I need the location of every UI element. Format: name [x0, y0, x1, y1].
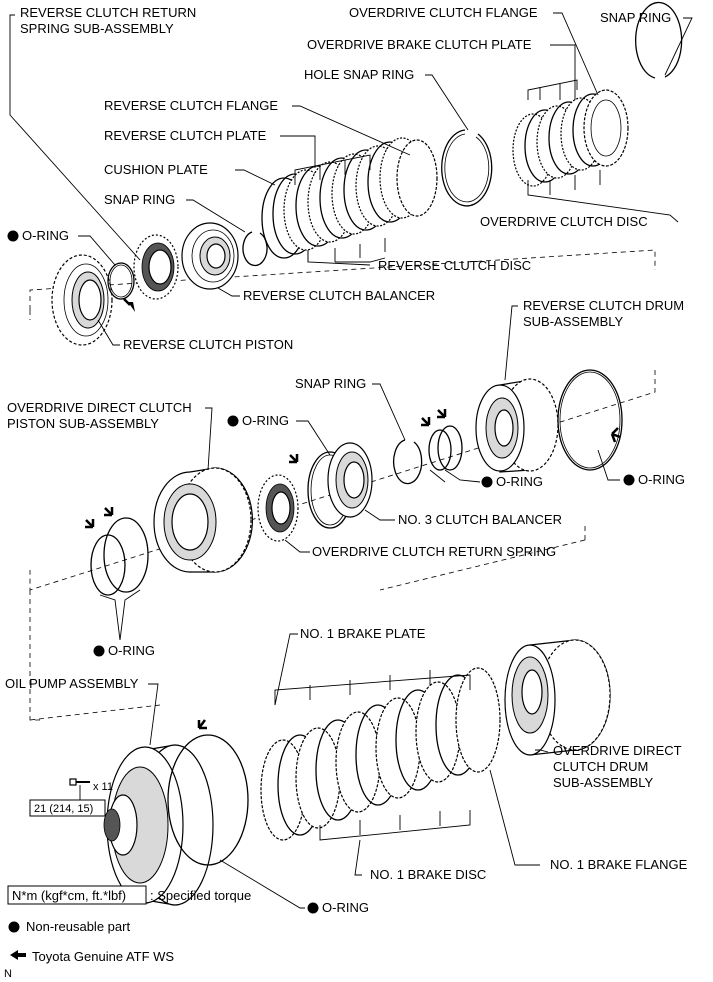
- label-od-clutch-return-spring: OVERDRIVE CLUTCH RETURN SPRING: [312, 544, 556, 559]
- label-snap-ring-middle: SNAP RING: [295, 376, 366, 391]
- label-o-ring-bottom: O-RING: [322, 900, 369, 915]
- corner-mark: N: [4, 968, 12, 980]
- od-direct-clutch-piston-part: [153, 467, 254, 573]
- non-reusable-dot-icon: [481, 476, 493, 488]
- label-reverse-clutch-balancer: REVERSE CLUTCH BALANCER: [243, 288, 435, 303]
- label-o-ring-drum: O-RING: [638, 472, 685, 487]
- label-reverse-clutch-plate: REVERSE CLUTCH PLATE: [104, 128, 267, 143]
- group-boundaries: [29, 249, 656, 721]
- label-overdrive-clutch-flange: OVERDRIVE CLUTCH FLANGE: [349, 5, 538, 20]
- non-reusable-dot-icon: [227, 415, 239, 427]
- reverse-clutch-pack-part: [261, 137, 438, 259]
- label-no1-brake-disc: NO. 1 BRAKE DISC: [370, 867, 486, 882]
- label-od-direct-clutch-drum-2: CLUTCH DRUM: [553, 759, 648, 774]
- oil-pump-assembly-part: [103, 744, 214, 906]
- label-no3-clutch-balancer: NO. 3 CLUTCH BALANCER: [398, 512, 562, 527]
- atf-arrows: [85, 298, 621, 730]
- o-ring-snap-part: [428, 425, 463, 471]
- legend-torque-desc: : Specified torque: [150, 888, 251, 903]
- no3-clutch-balancer-part: [327, 442, 373, 518]
- labels: REVERSE CLUTCH RETURN SPRING SUB-ASSEMBL…: [5, 5, 688, 915]
- label-hole-snap-ring: HOLE SNAP RING: [304, 67, 414, 82]
- label-overdrive-clutch-disc: OVERDRIVE CLUTCH DISC: [480, 214, 648, 229]
- atf-arrow-icon: [10, 950, 26, 960]
- legend-atf: Toyota Genuine ATF WS: [32, 949, 174, 964]
- label-no1-brake-flange: NO. 1 BRAKE FLANGE: [550, 857, 688, 872]
- reverse-clutch-piston-part: [51, 254, 113, 346]
- atf-arrow-icon: [104, 507, 114, 517]
- no1-brake-pack-part: [260, 667, 501, 841]
- label-snap-ring-left: SNAP RING: [104, 192, 175, 207]
- label-reverse-clutch-return-spring-2: SPRING SUB-ASSEMBLY: [20, 21, 174, 36]
- o-ring-top-left-part: [107, 262, 135, 300]
- label-o-ring-middle: O-RING: [242, 413, 289, 428]
- bolt-icon: [69, 778, 90, 786]
- label-bolt-count: x 11: [93, 781, 113, 793]
- atf-arrow-icon: [289, 454, 299, 464]
- legend-torque-label: N*m (kgf*cm, ft.*lbf): [12, 888, 126, 903]
- label-od-direct-clutch-drum-1: OVERDRIVE DIRECT: [553, 743, 682, 758]
- reverse-clutch-balancer-part: [181, 222, 239, 290]
- reverse-clutch-drum-part: [475, 378, 559, 473]
- label-o-ring-top-left: O-RING: [22, 228, 69, 243]
- leader-lines: [9, 12, 693, 909]
- legend-torque-box: [7, 885, 147, 905]
- snap-ring-top-part: [635, 1, 683, 79]
- overdrive-clutch-pack-part: [512, 89, 629, 187]
- label-o-ring-snap: O-RING: [496, 474, 543, 489]
- o-ring-drum-part: [557, 369, 623, 471]
- non-reusable-dot-icon: [7, 230, 19, 242]
- label-torque-value: 21 (214, 15): [34, 803, 93, 815]
- snap-ring-left-part: [242, 231, 268, 267]
- atf-arrow-icon: [197, 719, 207, 730]
- label-od-direct-clutch-drum-3: SUB-ASSEMBLY: [553, 775, 654, 790]
- non-reusable-dot-icon: [307, 902, 319, 914]
- label-no1-brake-plate: NO. 1 BRAKE PLATE: [300, 626, 426, 641]
- label-snap-ring-top: SNAP RING: [600, 10, 671, 25]
- atf-arrow-icon: [421, 417, 431, 427]
- label-reverse-clutch-disc: REVERSE CLUTCH DISC: [378, 258, 531, 273]
- non-reusable-dot-icon: [93, 645, 105, 657]
- atf-arrow-icon: [610, 427, 621, 443]
- label-od-direct-clutch-piston-1: OVERDRIVE DIRECT CLUTCH: [7, 400, 192, 415]
- reverse-clutch-return-spring-part: [133, 234, 179, 300]
- od-direct-clutch-drum-part: [504, 639, 611, 756]
- label-cushion-plate: CUSHION PLATE: [104, 162, 208, 177]
- non-reusable-dot-icon: [8, 921, 20, 933]
- atf-arrow-icon: [437, 409, 447, 419]
- label-reverse-clutch-piston: REVERSE CLUTCH PISTON: [123, 337, 293, 352]
- od-clutch-return-spring-part: [257, 474, 299, 542]
- hole-snap-ring-part: [441, 129, 493, 207]
- legend: N*m (kgf*cm, ft.*lbf) : Specified torque…: [4, 885, 251, 980]
- o-ring-left-pair-part: [90, 517, 149, 596]
- legend-non-reusable: Non-reusable part: [26, 919, 130, 934]
- snap-ring-middle-part: [393, 439, 423, 485]
- atf-arrow-icon: [85, 519, 95, 529]
- label-reverse-clutch-drum-1: REVERSE CLUTCH DRUM: [523, 298, 684, 313]
- label-od-direct-clutch-piston-2: PISTON SUB-ASSEMBLY: [7, 416, 159, 431]
- torque-value-box: [29, 799, 106, 817]
- label-o-ring-left-pair: O-RING: [108, 643, 155, 658]
- o-ring-bottom-part: [167, 734, 249, 866]
- label-reverse-clutch-drum-2: SUB-ASSEMBLY: [523, 314, 624, 329]
- label-reverse-clutch-return-spring-1: REVERSE CLUTCH RETURN: [20, 5, 196, 20]
- label-reverse-clutch-flange: REVERSE CLUTCH FLANGE: [104, 98, 278, 113]
- non-reusable-dot-icon: [623, 474, 635, 486]
- label-oil-pump-assembly: OIL PUMP ASSEMBLY: [5, 676, 139, 691]
- label-overdrive-brake-clutch-plate: OVERDRIVE BRAKE CLUTCH PLATE: [307, 37, 532, 52]
